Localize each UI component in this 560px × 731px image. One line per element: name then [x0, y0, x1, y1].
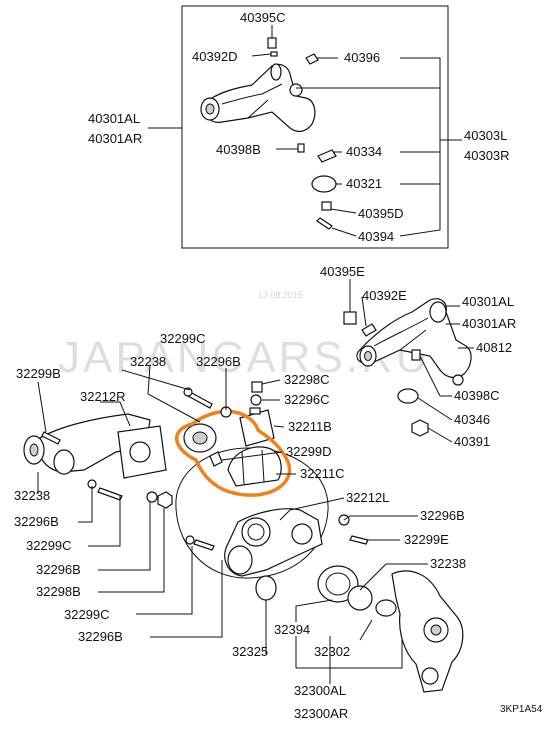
label-40396: 40396 — [344, 50, 380, 65]
lower-leader-lines — [37, 365, 428, 669]
detail-inset-frame — [181, 5, 449, 249]
label-32211C: 32211C — [300, 466, 345, 481]
label-32296B-right: 32296B — [420, 508, 465, 523]
label-32300AL: 32300AL — [294, 683, 346, 698]
upper-arm-illustration-right — [343, 298, 472, 437]
inset-leader-lines — [148, 25, 462, 237]
differential-housing-illustration — [175, 447, 369, 601]
label-40303L: 40303L — [464, 128, 507, 143]
label-32300AR: 32300AR — [294, 706, 348, 721]
label-40392D: 40392D — [192, 49, 238, 64]
label-32296B-top: 32296B — [196, 354, 241, 369]
label-40395C: 40395C — [240, 10, 286, 25]
right-arm-leader-lines — [349, 279, 474, 443]
label-32296B-left-3: 32296B — [78, 629, 123, 644]
watermark-date: 13.08.2015 — [258, 290, 303, 300]
label-40346: 40346 — [454, 412, 490, 427]
label-40301AR: 40301AR — [88, 131, 142, 146]
lower-small-parts — [183, 381, 263, 418]
label-32238-top: 32238 — [130, 354, 166, 369]
label-40395D: 40395D — [358, 206, 404, 221]
label-32298C: 32298C — [284, 372, 330, 387]
label-40301AR-right: 40301AR — [462, 316, 516, 331]
label-40398C: 40398C — [454, 388, 500, 403]
hub-and-knuckle-illustration — [317, 565, 464, 693]
label-32299E: 32299E — [404, 532, 449, 547]
label-40321: 40321 — [346, 176, 382, 191]
label-40392E: 40392E — [362, 288, 407, 303]
label-40394: 40394 — [358, 229, 394, 244]
label-32212L: 32212L — [346, 490, 389, 505]
highlight-outline — [174, 409, 292, 497]
lower-arm-left-illustration — [23, 413, 173, 509]
diagram-code: 3KP1A54 — [500, 704, 543, 715]
label-32298B: 32298B — [36, 584, 81, 599]
label-40812: 40812 — [476, 340, 512, 355]
label-32299C-left-2: 32299C — [64, 607, 110, 622]
label-32302: 32302 — [314, 644, 350, 659]
label-32296B-left-2: 32296B — [36, 562, 81, 577]
label-32211B: 32211B — [288, 419, 332, 434]
highlighted-bushing-group — [174, 407, 292, 497]
label-32212R: 32212R — [80, 389, 126, 404]
label-40334: 40334 — [346, 144, 382, 159]
upper-arm-illustration-inset — [200, 37, 337, 230]
label-40301AL: 40301AL — [88, 111, 140, 126]
label-40391: 40391 — [454, 434, 490, 449]
label-40395E: 40395E — [320, 264, 365, 279]
label-40303R: 40303R — [464, 148, 510, 163]
label-32299C-top: 32299C — [160, 331, 206, 346]
label-40398B: 40398B — [216, 142, 261, 157]
label-32394: 32394 — [274, 622, 310, 637]
label-32238-right: 32238 — [430, 556, 466, 571]
label-32299C-left-1: 32299C — [26, 538, 72, 553]
label-40301AL-right: 40301AL — [462, 294, 514, 309]
label-32296B-left-1: 32296B — [14, 514, 59, 529]
label-32296C: 32296C — [284, 392, 330, 407]
label-32325: 32325 — [232, 644, 268, 659]
label-32238-left: 32238 — [14, 488, 50, 503]
label-32299D: 32299D — [286, 444, 332, 459]
label-32299B: 32299B — [16, 366, 61, 381]
